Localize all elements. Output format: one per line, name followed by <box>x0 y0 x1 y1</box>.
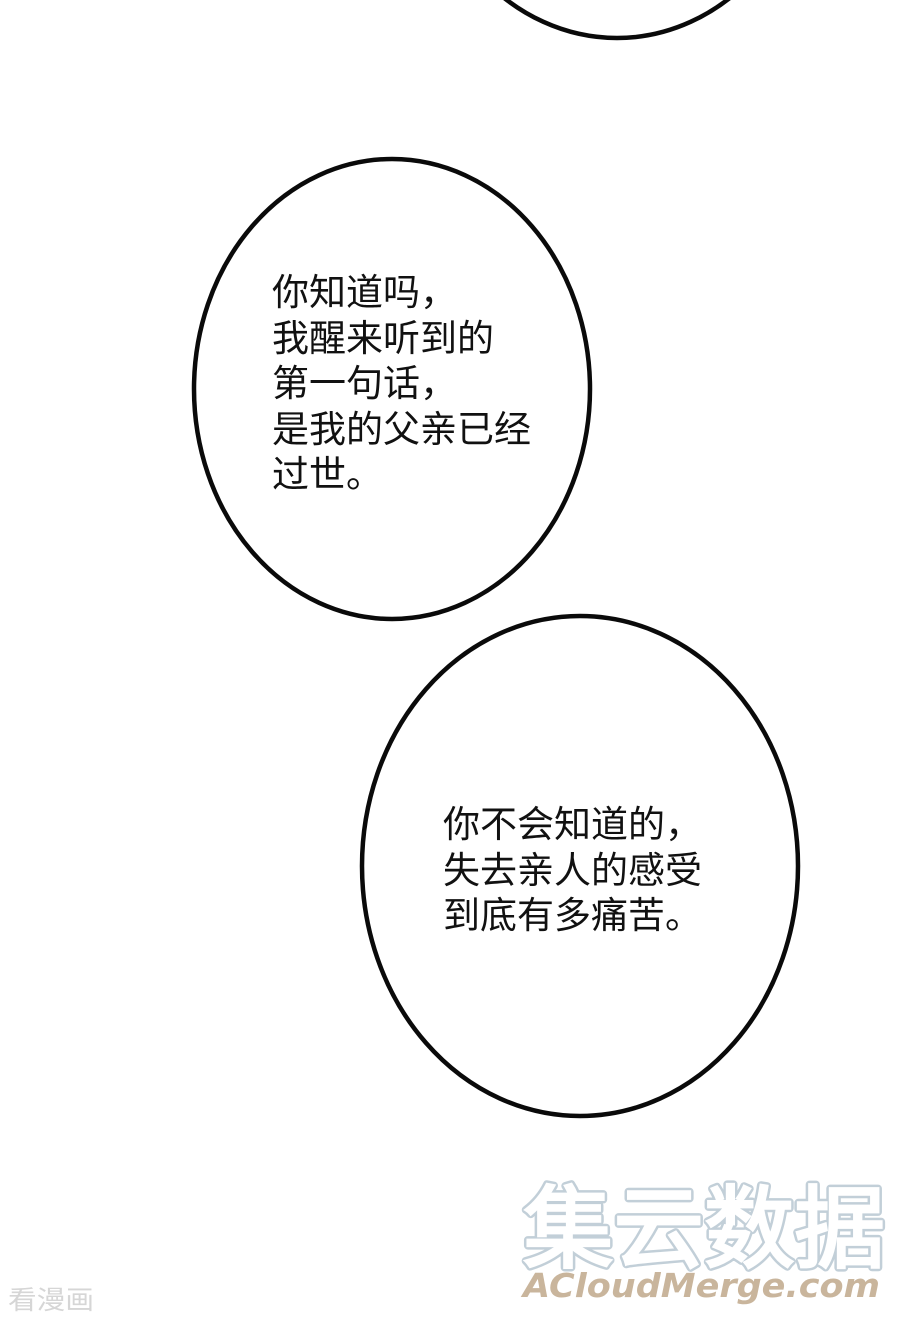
speech-bubble-2 <box>359 613 801 1119</box>
watermark-logo-en: ACloudMerge.com <box>520 1266 880 1305</box>
dialogue-line: 第一句话， <box>272 362 457 405</box>
speech-bubble-1-text: 你知道吗， 我醒来听到的 第一句话， 是我的父亲已经 过世。 <box>272 270 531 498</box>
dialogue-line: 我醒来听到的 <box>272 316 494 360</box>
dialogue-line: 你不会知道的， <box>443 803 702 846</box>
dialogue-line: 过世。 <box>272 453 383 496</box>
watermark-logo-cn: 集云数据 <box>522 1177 885 1282</box>
watermark-corner-label: 看漫画 <box>8 1286 94 1316</box>
speech-bubble-1 <box>191 156 593 622</box>
dialogue-line: 是我的父亲已经 <box>272 407 531 451</box>
dialogue-line: 到底有多痛苦。 <box>443 894 702 937</box>
dialogue-line: 失去亲人的感受 <box>443 848 702 892</box>
dialogue-line: 你知道吗， <box>272 271 457 314</box>
speech-bubble-2-text: 你不会知道的， 失去亲人的感受 到底有多痛苦。 <box>443 802 702 939</box>
speech-bubble-top-partial <box>503 0 731 41</box>
